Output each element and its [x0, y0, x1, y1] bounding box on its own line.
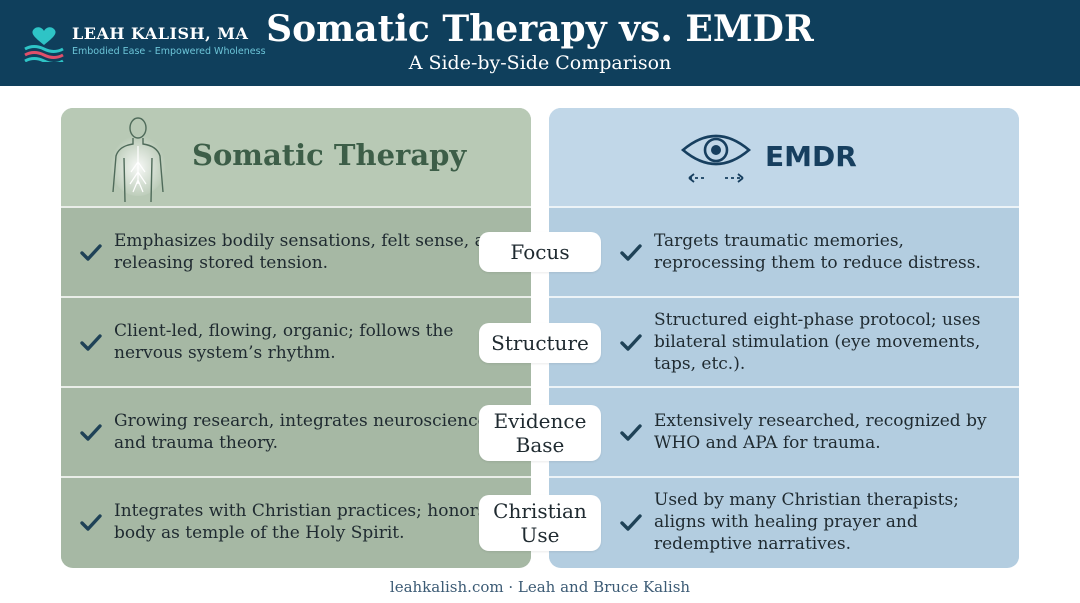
row-divider	[61, 476, 531, 478]
check-icon	[620, 514, 642, 531]
somatic-row-focus: Emphasizes bodily sensations, felt sense…	[61, 208, 531, 296]
emdr-row-evidence: Extensively researched, recognized by WH…	[549, 388, 1019, 476]
category-label-focus: Focus	[479, 232, 601, 272]
emdr-row-christian: Used by many Christian therapists; align…	[549, 478, 1019, 566]
footer-credit: leahkalish.com · Leah and Bruce Kalish	[389, 578, 691, 596]
header-bar: LEAH KALISH, MA Embodied Ease - Empowere…	[0, 0, 1080, 86]
logo-name: LEAH KALISH, MA	[72, 24, 249, 43]
category-label-evidence-base: Evidence Base	[479, 405, 601, 461]
emdr-panel-header: EMDR	[549, 108, 1019, 206]
check-icon	[80, 424, 102, 441]
eye-icon	[680, 134, 752, 183]
emdr-structure-text: Structured eight-phase protocol; uses bi…	[654, 310, 981, 374]
row-divider	[549, 296, 1019, 298]
heart-waves-icon	[24, 27, 64, 62]
row-divider	[61, 206, 531, 208]
page-subtitle: A Side-by-Side Comparison	[408, 52, 672, 74]
somatic-panel: Somatic Therapy Emphasizes bodily sensat…	[61, 108, 531, 568]
check-icon	[80, 514, 102, 531]
check-icon	[620, 424, 642, 441]
emdr-focus-text: Targets traumatic memories, reprocessing…	[654, 231, 981, 273]
emdr-row-focus: Targets traumatic memories, reprocessing…	[549, 208, 1019, 296]
row-divider	[549, 206, 1019, 208]
somatic-row-evidence: Growing research, integrates neuroscienc…	[61, 388, 531, 476]
page-title: Somatic Therapy vs. EMDR	[266, 8, 814, 50]
somatic-structure-text: Client-led, flowing, organic; follows th…	[114, 321, 454, 363]
emdr-panel: EMDR Targets traumatic memories, reproce…	[549, 108, 1019, 568]
category-label-christian-use: Christian Use	[479, 495, 601, 551]
row-divider	[61, 296, 531, 298]
somatic-christian-text: Integrates with Christian practices; hon…	[114, 501, 487, 543]
emdr-evidence-text: Extensively researched, recognized by WH…	[654, 411, 987, 453]
emdr-christian-text: Used by many Christian therapists; align…	[654, 490, 959, 554]
emdr-title: EMDR	[765, 140, 857, 173]
check-icon	[620, 334, 642, 351]
human-body-icon	[110, 117, 166, 202]
row-divider	[549, 386, 1019, 388]
row-divider	[549, 476, 1019, 478]
logo-tagline: Embodied Ease - Empowered Wholeness	[72, 46, 266, 57]
check-icon	[620, 244, 642, 261]
logo[interactable]: LEAH KALISH, MA Embodied Ease - Empowere…	[22, 22, 266, 66]
somatic-row-structure: Client-led, flowing, organic; follows th…	[61, 298, 531, 386]
check-icon	[80, 244, 102, 261]
somatic-row-christian: Integrates with Christian practices; hon…	[61, 478, 531, 566]
check-icon	[80, 334, 102, 351]
emdr-row-structure: Structured eight-phase protocol; uses bi…	[549, 298, 1019, 386]
somatic-evidence-text: Growing research, integrates neuroscienc…	[114, 411, 488, 453]
somatic-focus-text: Emphasizes bodily sensations, felt sense…	[114, 231, 507, 273]
category-label-structure: Structure	[479, 323, 601, 363]
row-divider	[61, 386, 531, 388]
somatic-panel-header: Somatic Therapy	[61, 108, 531, 206]
somatic-title: Somatic Therapy	[192, 138, 467, 172]
